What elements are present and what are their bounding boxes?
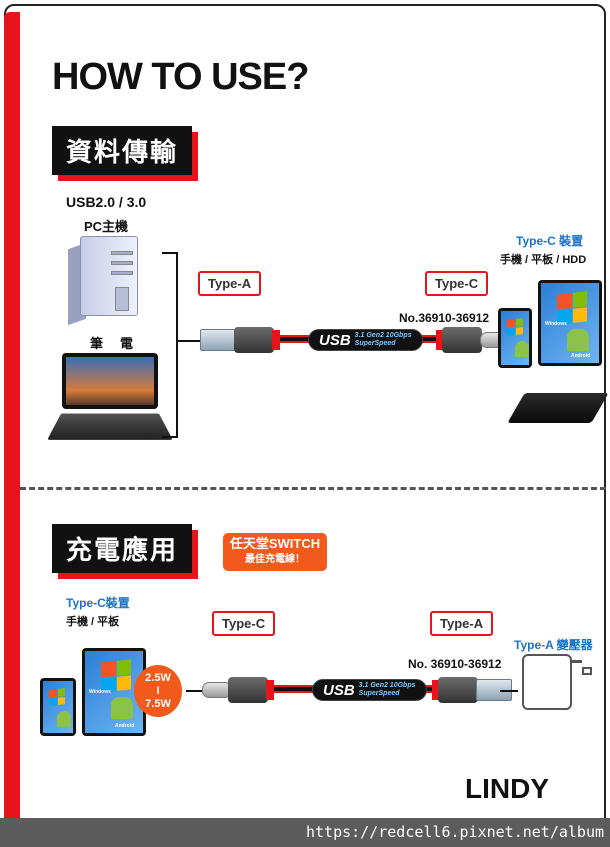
usb-badge-text: USB [319,331,351,349]
section-data-transfer-label: 資料傳輸 [52,126,193,175]
type-c-label-1: Type-C [425,271,489,296]
usb-badge-gen: 3.1 Gen2 10Gbps [354,332,412,339]
switch-promo-badge: 任天堂SWITCH 最佳充電線！ [223,533,327,571]
usb-version-label: USB2.0 / 3.0 [66,194,147,210]
source-bracket [162,252,178,438]
promo-line-2: 最佳充電線！ [245,554,305,565]
adapter-port-icon [582,667,592,675]
laptop-label: 筆 電 [90,336,136,351]
bracket-connector [178,340,200,342]
usb-badge-speed: SuperSpeed [354,340,396,347]
usb-badge-text-2: USB [323,681,355,699]
type-c-source-devices: 手機 / 平板 [66,616,120,628]
footer-bar [0,818,610,847]
usb-badge-speed-2: SuperSpeed [358,690,400,697]
watermark-url: https://redcell6.pixnet.net/album [305,823,604,841]
lindy-logo: LINDY [465,773,549,804]
usb-badge-gen-2: 3.1 Gen2 10Gbps [358,682,416,689]
model-number-1: No.36910-36912 [399,311,490,325]
usb-superspeed-badge-2: USB 3.1 Gen2 10Gbps SuperSpeed [312,679,427,701]
section-charging-label: 充電應用 [52,524,193,573]
left-red-bar [4,12,20,824]
tablet-icon: Windows Android [538,280,602,366]
type-c-device-list: 手機 / 平板 / HDD [500,254,587,266]
section-divider [20,487,606,490]
adapter-prong-icon [572,660,582,663]
wattage-badge: 2.5W I 7.5W [134,665,182,717]
type-c-device-title: Type-C 裝置 [516,234,584,248]
phone-icon [498,308,532,368]
type-c-label-2: Type-C [212,611,276,636]
hdd-icon [507,393,609,423]
phone-icon-2 [40,678,76,736]
pc-label: PC主機 [84,219,129,234]
connector-line-right [500,690,518,692]
type-a-label-2: Type-A [430,611,494,636]
type-c-source-title: Type-C裝置 [66,596,130,610]
wall-adapter-icon [522,654,572,710]
usb-superspeed-badge-1: USB 3.1 Gen2 10Gbps SuperSpeed [308,329,423,351]
page-title: HOW TO USE? [52,56,309,98]
model-number-2: No. 36910-36912 [408,657,502,671]
type-a-adapter-title: Type-A 變壓器 [514,638,593,652]
connector-line-left [186,690,202,692]
promo-line-1: 任天堂SWITCH [229,536,321,551]
type-a-label-1: Type-A [198,271,262,296]
